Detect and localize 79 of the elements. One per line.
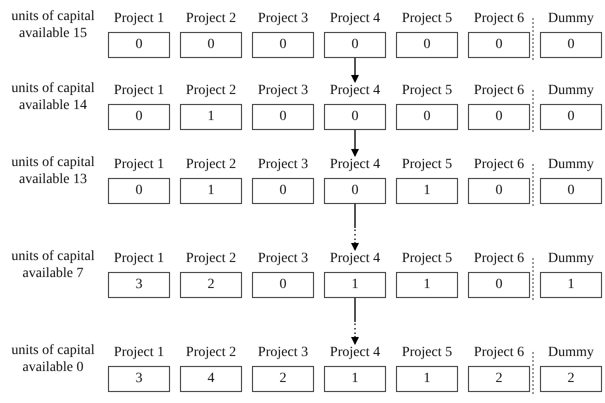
value-cell: 0 [396, 104, 458, 130]
value-cell: 4 [180, 366, 242, 392]
value-cell: 0 [252, 272, 314, 298]
value-cell: 2 [468, 366, 530, 392]
row-label: units of capital available 15 [10, 8, 96, 42]
value-cell: 0 [540, 104, 602, 130]
value-cell: 0 [252, 104, 314, 130]
value-cell: 0 [108, 32, 170, 58]
column-heading: Project 6 [472, 10, 526, 28]
arrow [351, 298, 359, 345]
column-heading: Dummy [547, 250, 595, 268]
value-cell: 0 [324, 32, 386, 58]
value-cell: 0 [180, 32, 242, 58]
column-heading: Project 6 [472, 156, 526, 174]
value-cell: 1 [396, 366, 458, 392]
column-heading: Project 3 [256, 344, 310, 362]
value-cell: 0 [108, 178, 170, 204]
value-cell: 0 [108, 104, 170, 130]
arrow [351, 130, 359, 157]
value-cell: 0 [468, 178, 530, 204]
column-heading: Project 6 [472, 250, 526, 268]
column-heading: Project 1 [112, 10, 166, 28]
column-heading: Project 5 [400, 82, 454, 100]
column-heading: Project 1 [112, 250, 166, 268]
column-heading: Project 6 [472, 82, 526, 100]
column-heading: Project 4 [328, 10, 382, 28]
value-cell: 1 [396, 178, 458, 204]
column-heading: Project 3 [256, 250, 310, 268]
value-cell: 0 [396, 32, 458, 58]
column-heading: Project 3 [256, 82, 310, 100]
value-cell: 1 [324, 272, 386, 298]
value-cell: 1 [396, 272, 458, 298]
value-cell: 0 [540, 32, 602, 58]
row-label: units of capital available 14 [10, 80, 96, 114]
value-cell: 1 [180, 104, 242, 130]
value-cell: 0 [252, 32, 314, 58]
column-heading: Project 1 [112, 156, 166, 174]
value-cell: 0 [324, 104, 386, 130]
column-heading: Dummy [547, 156, 595, 174]
arrow [351, 204, 359, 251]
column-heading: Project 2 [184, 82, 238, 100]
column-heading: Project 5 [400, 10, 454, 28]
column-heading: Project 4 [328, 250, 382, 268]
column-heading: Project 5 [400, 156, 454, 174]
value-cell: 0 [252, 178, 314, 204]
value-cell: 0 [468, 32, 530, 58]
row-label: units of capital available 0 [10, 342, 96, 376]
value-cell: 2 [180, 272, 242, 298]
value-cell: 0 [468, 272, 530, 298]
value-cell: 0 [324, 178, 386, 204]
value-cell: 2 [252, 366, 314, 392]
row-label: units of capital available 13 [10, 154, 96, 188]
value-cell: 3 [108, 366, 170, 392]
column-heading: Project 5 [400, 250, 454, 268]
column-heading: Project 4 [328, 82, 382, 100]
value-cell: 1 [324, 366, 386, 392]
value-cell: 0 [540, 178, 602, 204]
value-cell: 1 [180, 178, 242, 204]
column-heading: Project 2 [184, 156, 238, 174]
column-heading: Project 6 [472, 344, 526, 362]
value-cell: 2 [540, 366, 602, 392]
column-heading: Project 3 [256, 10, 310, 28]
column-heading: Project 3 [256, 156, 310, 174]
column-heading: Project 5 [400, 344, 454, 362]
column-heading: Project 1 [112, 82, 166, 100]
column-heading: Project 2 [184, 250, 238, 268]
column-heading: Dummy [547, 82, 595, 100]
row-label: units of capital available 7 [10, 248, 96, 282]
column-heading: Project 4 [328, 156, 382, 174]
column-heading: Project 1 [112, 344, 166, 362]
value-cell: 1 [540, 272, 602, 298]
column-heading: Dummy [547, 344, 595, 362]
column-heading: Dummy [547, 10, 595, 28]
value-cell: 3 [108, 272, 170, 298]
column-heading: Project 2 [184, 10, 238, 28]
arrow [351, 58, 359, 83]
value-cell: 0 [468, 104, 530, 130]
column-heading: Project 4 [328, 344, 382, 362]
column-heading: Project 2 [184, 344, 238, 362]
